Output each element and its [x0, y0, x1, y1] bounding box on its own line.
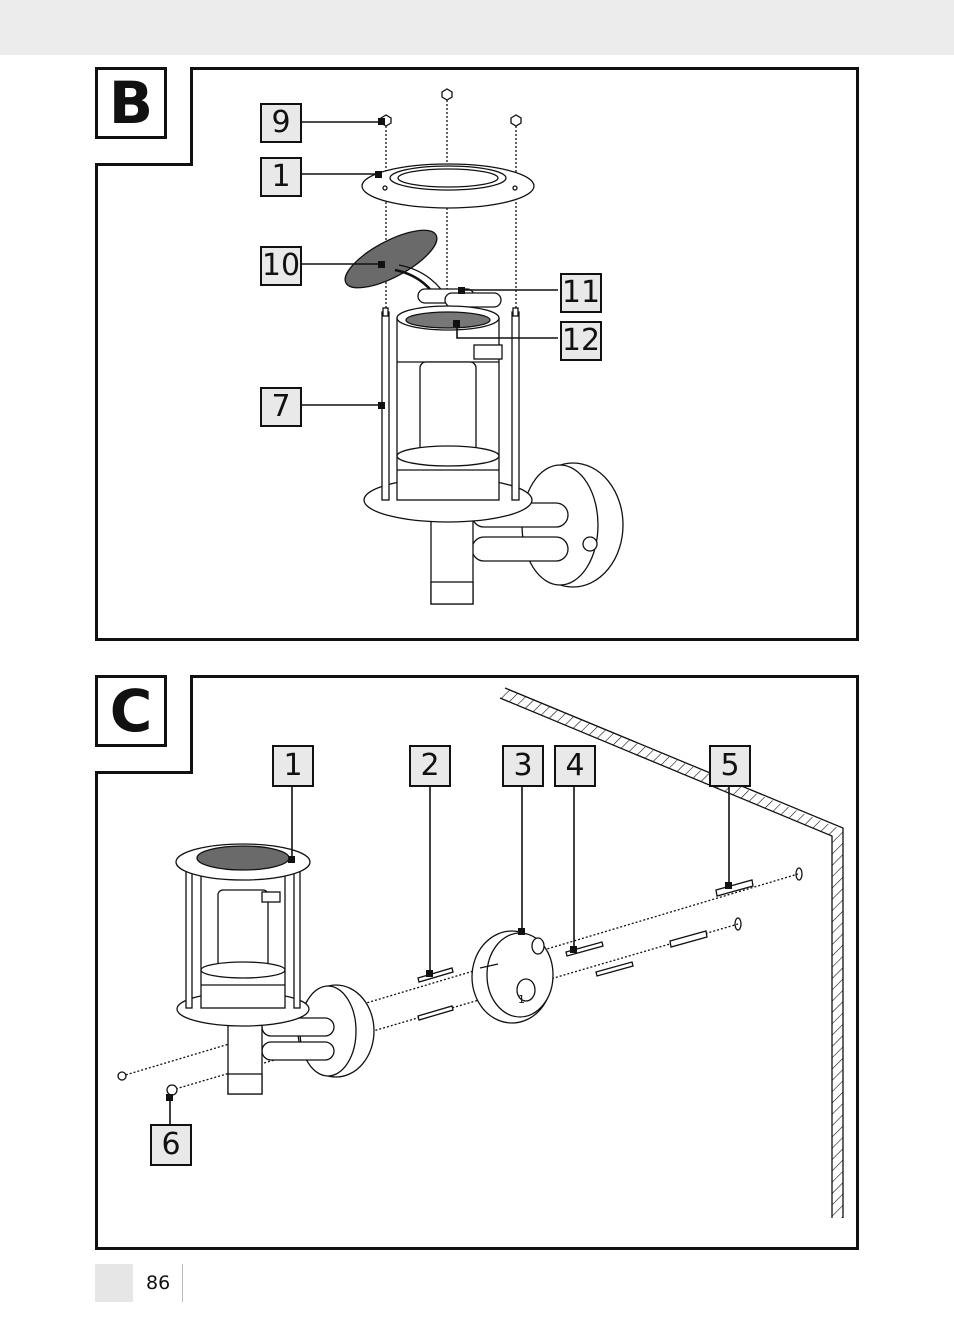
page-number: 86 — [146, 1272, 170, 1294]
callout-6: 6 — [150, 1124, 192, 1166]
figure-b-letter: B — [95, 67, 167, 139]
callout-7: 7 — [260, 387, 302, 427]
figure-b-panel: B 9 1 10 11 12 7 — [95, 67, 859, 641]
callout-2: 2 — [409, 745, 451, 787]
callout-10: 10 — [260, 246, 302, 286]
screws-2 — [418, 968, 453, 1020]
lamp — [176, 844, 374, 1094]
screws-9 — [381, 89, 521, 126]
page-tab — [95, 1264, 133, 1302]
lid-1 — [362, 164, 534, 208]
wall — [500, 688, 843, 1218]
figure-c-tab: C — [95, 675, 193, 774]
callout-3: 3 — [502, 745, 544, 787]
callout-1: 1 — [272, 745, 314, 787]
nuts-6 — [118, 1072, 177, 1095]
figure-c-letter: C — [95, 675, 167, 747]
callout-11: 11 — [560, 273, 602, 313]
dowels-5 — [670, 880, 753, 947]
callout-1: 1 — [260, 157, 302, 197]
callout-12: 12 — [560, 321, 602, 361]
mounting-ring-3 — [472, 931, 553, 1023]
figure-c-panel: 1 C 1 2 3 4 5 6 — [95, 675, 859, 1250]
header-band — [0, 0, 954, 55]
figure-b-tab: B — [95, 67, 193, 166]
box-mark-label: 1 — [518, 993, 525, 1006]
callout-9: 9 — [260, 103, 302, 143]
callout-4: 4 — [554, 745, 596, 787]
page-divider — [182, 1264, 183, 1302]
callout-5: 5 — [709, 745, 751, 787]
figure-b-illustration — [98, 70, 856, 638]
